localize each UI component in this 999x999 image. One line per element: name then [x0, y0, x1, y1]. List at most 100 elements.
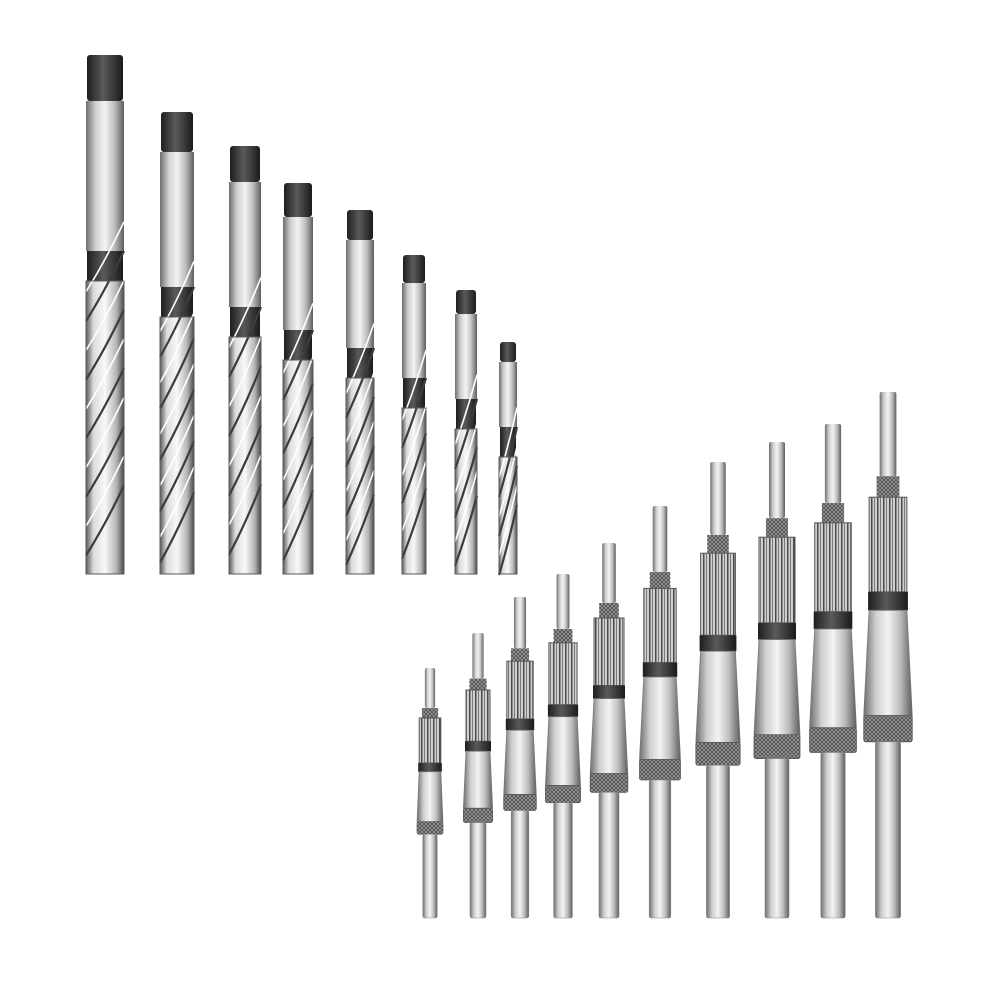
adjustable-reamer-6: [639, 506, 681, 919]
adjustable-reamer-8: [753, 442, 801, 919]
shank: [455, 314, 477, 399]
flute-edge: [159, 260, 195, 332]
shaft: [598, 792, 620, 919]
adjust-nut-top: [821, 503, 845, 523]
flute-outline: [228, 336, 262, 575]
flute-edge: [85, 397, 125, 468]
blade-section: [814, 522, 852, 613]
knurled-ring: [695, 742, 741, 766]
flute-edge: [228, 454, 262, 526]
pilot-tip: [556, 574, 570, 630]
flute-edge: [159, 492, 196, 564]
flute-edge: [159, 389, 196, 461]
spiral-flute-hand-reamer-set: [85, 55, 519, 576]
tapered-body: [503, 729, 537, 795]
pilot-tip: [879, 392, 897, 477]
pilot-tip: [824, 424, 842, 504]
tapered-body: [589, 698, 629, 775]
collar: [465, 741, 491, 752]
flute-edge: [345, 347, 376, 419]
blade-section: [758, 536, 796, 624]
pilot-tip: [472, 633, 484, 679]
flute-edge: [400, 377, 428, 449]
tapered-body: [416, 771, 444, 823]
blade-section: [418, 717, 442, 764]
pilot-tip: [769, 442, 785, 519]
collar: [547, 704, 579, 717]
flute-edge: [159, 312, 195, 384]
flute-edge: [282, 383, 315, 454]
flute-edge: [497, 504, 519, 576]
flute-edge: [345, 470, 375, 541]
spiral-reamer-6: [400, 255, 428, 575]
knurled-ring: [863, 715, 913, 743]
flute-edge: [401, 460, 427, 532]
square-drive: [403, 255, 425, 283]
flute-outline: [401, 407, 427, 575]
flute-edge: [228, 365, 263, 437]
flute-edge: [345, 323, 375, 394]
flute-edge: [228, 395, 262, 467]
flute-edge: [453, 495, 479, 567]
shaft: [706, 764, 730, 919]
adjustable-reamer-1: [416, 668, 444, 919]
flute-edge: [282, 302, 314, 374]
flute-edge: [228, 484, 263, 556]
flute-edge: [228, 425, 263, 497]
collar: [813, 611, 853, 630]
flute-edge: [453, 447, 479, 518]
flute-edge: [453, 398, 479, 470]
spiral-reamer-8: [497, 342, 519, 576]
flute-outline: [345, 377, 375, 575]
flute-edge: [282, 356, 314, 428]
spiral-reamer-7: [453, 290, 479, 575]
blade-section: [548, 642, 578, 706]
flute-edge: [282, 436, 315, 508]
flute-edge: [282, 409, 314, 481]
flute-edge: [401, 350, 427, 421]
adjust-nut-top: [421, 708, 439, 718]
flute-edge: [401, 405, 427, 476]
shaft: [422, 833, 438, 919]
flute-edge: [282, 490, 315, 561]
flute-edge: [228, 277, 262, 348]
flute-edge: [345, 372, 375, 443]
square-drive: [284, 183, 312, 217]
shaft: [764, 758, 790, 919]
shaft: [820, 752, 846, 919]
flute-edge: [282, 329, 315, 401]
square-drive: [87, 55, 123, 101]
tapered-body: [462, 750, 494, 809]
adjust-nut-top: [510, 648, 530, 662]
collar: [593, 685, 625, 699]
square-drive: [500, 342, 516, 362]
spiral-reamer-1: [85, 55, 125, 575]
shank: [499, 362, 517, 427]
flute-edge: [497, 426, 519, 498]
adjust-nut-top: [553, 629, 573, 643]
flute-edge: [159, 440, 196, 512]
knurled-ring: [809, 727, 857, 753]
flute-edge: [85, 426, 125, 498]
shaft: [875, 741, 901, 919]
flute-edge: [228, 336, 262, 408]
blade-section: [506, 660, 534, 720]
flute-edge: [282, 463, 314, 535]
knurled-ring: [503, 794, 537, 811]
flute-edge: [454, 471, 478, 542]
blade-section: [700, 552, 736, 636]
tapered-body: [863, 609, 913, 716]
adjustable-reamer-10: [863, 392, 913, 919]
flute-edge: [498, 446, 518, 517]
knurled-ring: [589, 773, 629, 793]
spiral-reamer-2: [159, 112, 196, 575]
flute-edge: [454, 374, 478, 446]
flute-edge: [85, 338, 125, 410]
pilot-tip: [602, 543, 616, 603]
adjustable-reamer-5: [589, 543, 629, 919]
square-drive: [347, 210, 373, 240]
square-drive: [161, 112, 193, 152]
flute-edge: [159, 363, 195, 435]
flutes: [455, 429, 477, 574]
shaft: [648, 779, 672, 919]
